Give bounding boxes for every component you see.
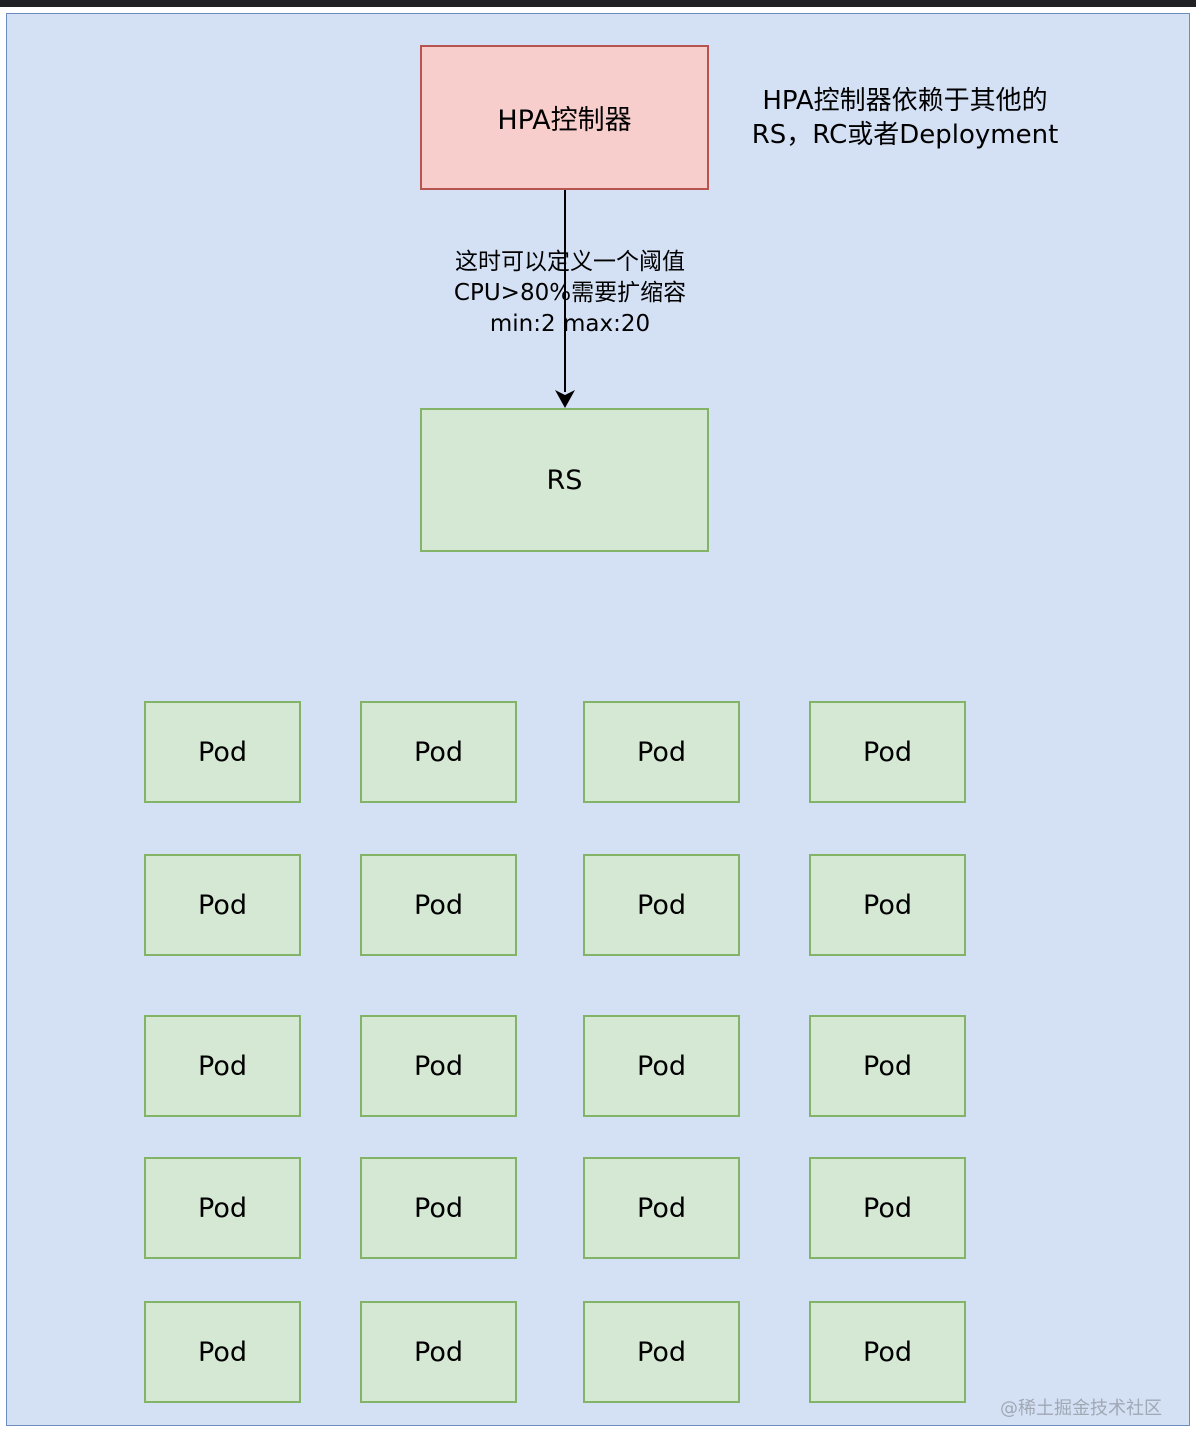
pod-node[interactable]: Pod: [360, 1015, 517, 1117]
note-line-1: HPA控制器依赖于其他的: [762, 86, 1048, 116]
pod-label: Pod: [198, 1192, 247, 1224]
note-line-2: RS，RC或者Deployment: [751, 120, 1059, 150]
pod-node[interactable]: Pod: [809, 854, 966, 956]
window-top-bar: [0, 0, 1196, 7]
pod-node[interactable]: Pod: [809, 1301, 966, 1403]
pod-node[interactable]: Pod: [360, 701, 517, 803]
pod-node[interactable]: Pod: [583, 1015, 740, 1117]
pod-label: Pod: [414, 889, 463, 921]
threshold-edge-label: 这时可以定义一个阈值 CPU>80%需要扩缩容 min:2 max:20: [420, 247, 720, 340]
pod-label: Pod: [414, 1050, 463, 1082]
pod-node[interactable]: Pod: [144, 1015, 301, 1117]
pod-label: Pod: [637, 1050, 686, 1082]
hpa-controller-label: HPA控制器: [497, 105, 632, 136]
pod-label: Pod: [637, 1192, 686, 1224]
watermark: @稀土掘金技术社区: [1000, 1398, 1162, 1419]
hpa-controller-node[interactable]: HPA控制器: [420, 45, 709, 190]
pod-node[interactable]: Pod: [583, 701, 740, 803]
pod-label: Pod: [637, 736, 686, 768]
pod-node[interactable]: Pod: [809, 1015, 966, 1117]
pod-node[interactable]: Pod: [583, 1301, 740, 1403]
pod-node[interactable]: Pod: [144, 701, 301, 803]
pod-node[interactable]: Pod: [144, 1301, 301, 1403]
pod-node[interactable]: Pod: [360, 1301, 517, 1403]
dependency-note: HPA控制器依赖于其他的 RS，RC或者Deployment: [730, 84, 1080, 152]
pod-label: Pod: [198, 889, 247, 921]
pod-node[interactable]: Pod: [583, 1157, 740, 1259]
pod-node[interactable]: Pod: [583, 854, 740, 956]
pod-label: Pod: [863, 1336, 912, 1368]
edge-label-line-1: 这时可以定义一个阈值: [455, 249, 685, 275]
pod-node[interactable]: Pod: [144, 854, 301, 956]
rs-node[interactable]: RS: [420, 408, 709, 552]
pod-label: Pod: [414, 736, 463, 768]
pod-node[interactable]: Pod: [809, 1157, 966, 1259]
pod-node[interactable]: Pod: [809, 701, 966, 803]
edge-label-line-3: min:2 max:20: [489, 311, 651, 337]
pod-node[interactable]: Pod: [360, 1157, 517, 1259]
pod-node[interactable]: Pod: [144, 1157, 301, 1259]
pod-label: Pod: [198, 1336, 247, 1368]
pod-label: Pod: [198, 736, 247, 768]
pod-label: Pod: [637, 1336, 686, 1368]
edge-label-line-2: CPU>80%需要扩缩容: [453, 280, 687, 306]
pod-label: Pod: [198, 1050, 247, 1082]
pod-label: Pod: [637, 889, 686, 921]
pod-label: Pod: [863, 1192, 912, 1224]
pod-node[interactable]: Pod: [360, 854, 517, 956]
pod-label: Pod: [863, 736, 912, 768]
pod-label: Pod: [414, 1336, 463, 1368]
rs-label: RS: [546, 464, 583, 496]
pod-label: Pod: [863, 889, 912, 921]
pod-label: Pod: [414, 1192, 463, 1224]
pod-label: Pod: [863, 1050, 912, 1082]
